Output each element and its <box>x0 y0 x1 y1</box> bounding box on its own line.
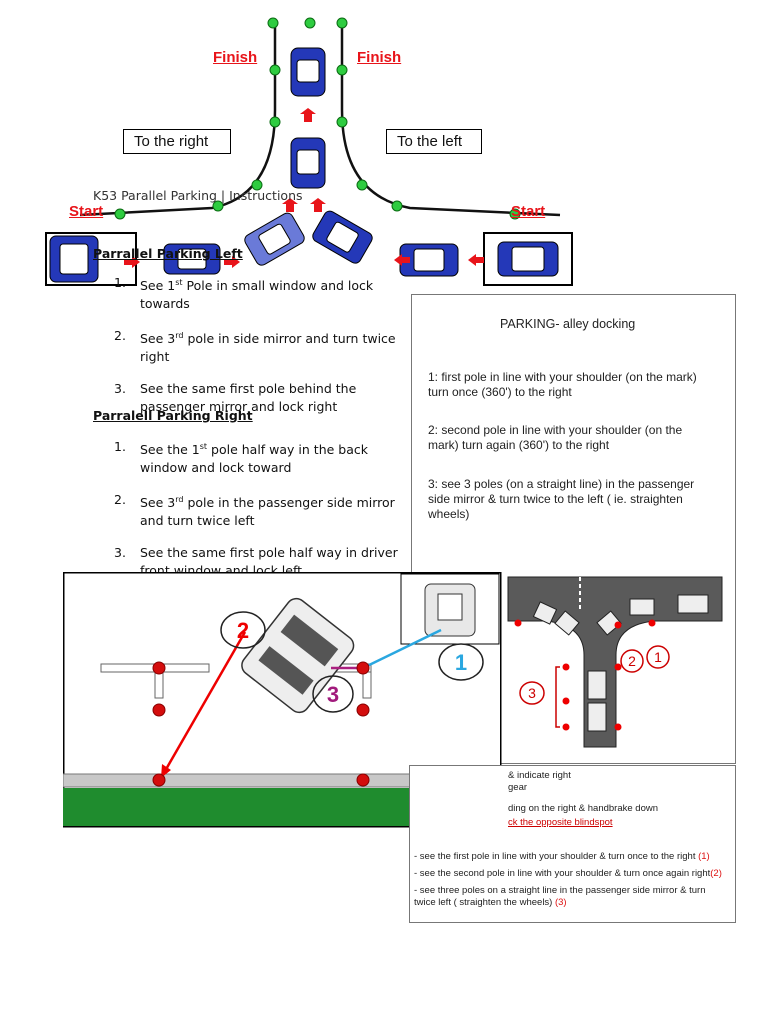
left-step-3: 3.See the same first pole behind the pas… <box>114 381 357 415</box>
alley-step-3: 3: see 3 poles (on a straight line) in t… <box>428 477 695 521</box>
car-start-right <box>497 241 559 277</box>
left-step-1: 1.See 1st Pole in small window and lock … <box>114 275 374 312</box>
checklist-bullet-2: - see the second pole in line with your … <box>414 868 722 879</box>
direction-arrows <box>124 108 484 268</box>
alley-panel-title: PARKING- alley docking <box>500 317 636 331</box>
alley-marker-1: 1 <box>654 649 662 665</box>
heading-parking-right: Parralell Parking Right <box>93 408 253 423</box>
car-top-finish <box>290 47 326 97</box>
right-step-2: 2.See 3rd pole in the passenger side mir… <box>114 492 395 529</box>
right-steps-list: 1.See the 1st pole half way in the back … <box>114 438 410 594</box>
alley-step-2: 2: second pole in line with your shoulde… <box>428 423 683 452</box>
parallel-car <box>241 597 355 714</box>
document-title: K53 Parallel Parking | Instructions <box>93 188 303 203</box>
to-the-right-label: To the right <box>123 129 231 154</box>
junction-diagram <box>45 17 573 286</box>
parallel-marker-2: 2 <box>237 618 249 643</box>
checklist-bullet-3: - see three poles on a straight line in … <box>414 885 706 908</box>
alley-docking-panel: PARKING- alley docking 1: first pole in … <box>411 294 736 764</box>
checklist-line-1: & indicate right <box>508 770 571 781</box>
car-right-turning <box>312 210 373 264</box>
car-left-turning <box>244 212 305 266</box>
car-start-left <box>49 235 99 283</box>
alley-step-1: 1: first pole in line with your shoulder… <box>428 370 697 399</box>
right-step-1: 1.See the 1st pole half way in the back … <box>114 439 368 476</box>
alley-marker-2: 2 <box>628 653 636 669</box>
car-left-2 <box>163 243 221 275</box>
checklist-bullet-1: - see the first pole in line with your s… <box>414 851 710 862</box>
finish-label-right: Finish <box>357 49 402 66</box>
pole-markers <box>114 17 521 220</box>
car-right-2 <box>399 243 459 277</box>
start-label-left: Start <box>69 203 104 220</box>
finish-label-left: Finish <box>213 49 258 66</box>
checklist-line-3: ding on the right & handbrake down <box>508 803 658 814</box>
to-the-left-label: To the left <box>386 129 482 154</box>
alley-marker-3: 3 <box>528 685 536 701</box>
alley-diagram: 3 2 1 <box>507 576 723 748</box>
parallel-marker-1: 1 <box>455 650 467 675</box>
left-steps-list: 1.See 1st Pole in small window and lock … <box>114 274 404 430</box>
checklist-line-2: gear <box>508 782 528 793</box>
heading-parking-left: Parrallel Parking Left <box>93 246 243 261</box>
car-middle <box>290 137 326 189</box>
start-label-right: Start <box>511 203 546 220</box>
checklist-panel: & indicate right gear ding on the right … <box>409 765 736 923</box>
left-step-2: 2.See 3rd pole in side mirror and turn t… <box>114 328 396 365</box>
checklist-line-4: ck the opposite blindspot <box>508 817 613 828</box>
parallel-marker-3: 3 <box>327 682 339 707</box>
